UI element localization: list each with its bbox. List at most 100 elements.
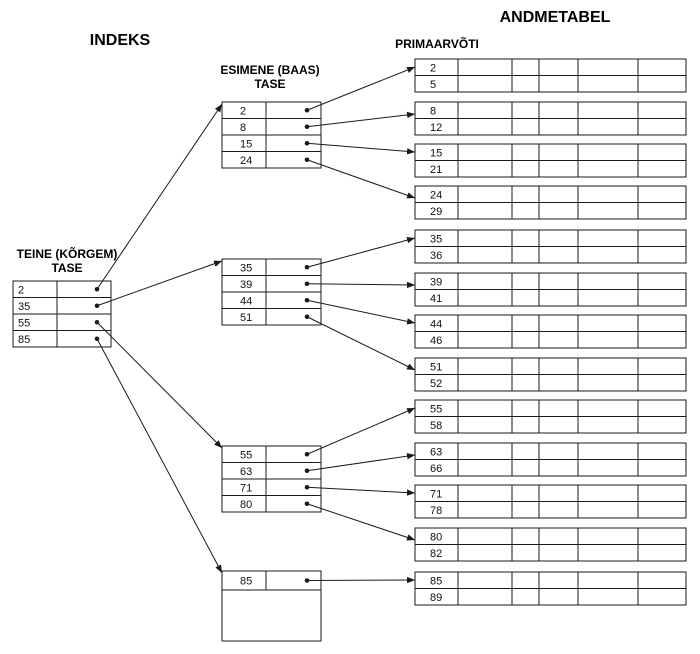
key-cell: 85 [240, 576, 252, 588]
key-cell: 44 [240, 295, 252, 307]
pointer-arrow [96, 321, 223, 449]
base-level-block: 55 63 71 80 [221, 445, 322, 513]
block-frame [221, 570, 322, 642]
data-key-cell: 82 [430, 548, 442, 560]
pointer-dot [304, 501, 310, 507]
key-cell: 8 [240, 122, 246, 134]
pointer-arrow [306, 299, 416, 325]
table-title: ANDMETABEL [500, 9, 611, 26]
pointer-arrow [306, 576, 416, 584]
key-cell: 63 [240, 466, 252, 478]
data-key-cell: 2 [430, 62, 436, 74]
pointer-arrow [306, 486, 416, 496]
data-key-cell: 29 [430, 206, 442, 218]
key-cell: 35 [240, 262, 252, 274]
key-cell: 35 [18, 301, 30, 313]
pointer-dot [304, 578, 310, 583]
pointer-arrow [306, 111, 416, 128]
pointer-dot [304, 314, 310, 320]
pointer-dot [304, 124, 310, 130]
data-key-cell: 89 [430, 592, 442, 604]
data-key-cell: 85 [430, 575, 442, 587]
data-table-block: 812 [414, 101, 687, 136]
pointer-arrow [306, 159, 416, 199]
data-key-cell: 36 [430, 250, 442, 262]
pointer-dot [304, 297, 310, 303]
key-cell: 2 [18, 284, 24, 296]
pointer-dot [304, 140, 310, 146]
pointer-dot [94, 286, 100, 292]
base-level-block: 2 8 15 24 [221, 101, 322, 169]
data-key-cell: 55 [430, 403, 442, 415]
pointer-dot [304, 281, 310, 287]
key-cell: 80 [240, 499, 252, 511]
pointer-arrow [306, 237, 416, 268]
data-key-cell: 35 [430, 233, 442, 245]
data-key-cell: 39 [430, 276, 442, 288]
key-cell: 15 [240, 138, 252, 150]
base-level-label-line-2: TASE [254, 77, 285, 91]
pointer-dot [304, 264, 310, 270]
pointer-dot [304, 484, 310, 490]
pointer-arrow [306, 142, 416, 155]
pointer-arrow [306, 281, 416, 289]
pointer-dot [304, 468, 310, 474]
key-cell: 71 [240, 482, 252, 494]
data-key-cell: 15 [430, 147, 442, 159]
pointer-arrow [306, 452, 416, 472]
data-key-cell: 41 [430, 293, 442, 305]
pointer-arrow [306, 316, 416, 371]
data-key-cell: 52 [430, 378, 442, 390]
data-key-cell: 44 [430, 318, 442, 330]
data-key-cell: 21 [430, 164, 442, 176]
key-cell: 39 [240, 279, 252, 291]
pointer-arrow [306, 407, 416, 455]
data-key-cell: 71 [430, 488, 442, 500]
pointer-arrow [96, 338, 223, 574]
base-level-label-line-1: ESIMENE (BAAS) [220, 63, 319, 77]
data-key-cell: 5 [430, 79, 436, 91]
data-key-cell: 78 [430, 505, 442, 517]
pointer-arrow [96, 260, 223, 307]
pointer-dot [94, 319, 100, 325]
pointer-arrow [96, 103, 223, 290]
pointer-dot [304, 107, 310, 113]
data-key-cell: 80 [430, 531, 442, 543]
pointer-dot [94, 303, 100, 309]
pointer-dot [304, 451, 310, 457]
data-key-cell: 51 [430, 361, 442, 373]
base-level-block: 85 [221, 570, 322, 642]
data-key-cell: 63 [430, 446, 442, 458]
pointer-dot [304, 157, 310, 163]
key-cell: 55 [240, 449, 252, 461]
index-and-table-blocks: 2581215212429353639414446515255586366717… [12, 58, 687, 642]
key-cell: 2 [240, 105, 246, 117]
pointer-arrow [306, 66, 416, 111]
data-key-cell: 46 [430, 335, 442, 347]
key-cell: 55 [18, 317, 30, 329]
key-cell: 85 [18, 334, 30, 346]
base-level-block: 35 39 44 51 [221, 258, 322, 326]
pointer-dot [94, 336, 100, 342]
data-key-cell: 12 [430, 122, 442, 134]
key-cell: 24 [240, 155, 252, 167]
data-key-cell: 8 [430, 105, 436, 117]
high-level-label-line-1: TEINE (KÕRGEM) [17, 246, 118, 261]
primary-key-label: PRIMAARVÕTI [395, 36, 479, 51]
key-cell: 51 [240, 312, 252, 324]
high-level-label-line-2: TASE [51, 261, 82, 275]
data-table-block: 25 [414, 58, 687, 93]
data-key-cell: 58 [430, 420, 442, 432]
pointer-arrow [306, 503, 416, 541]
